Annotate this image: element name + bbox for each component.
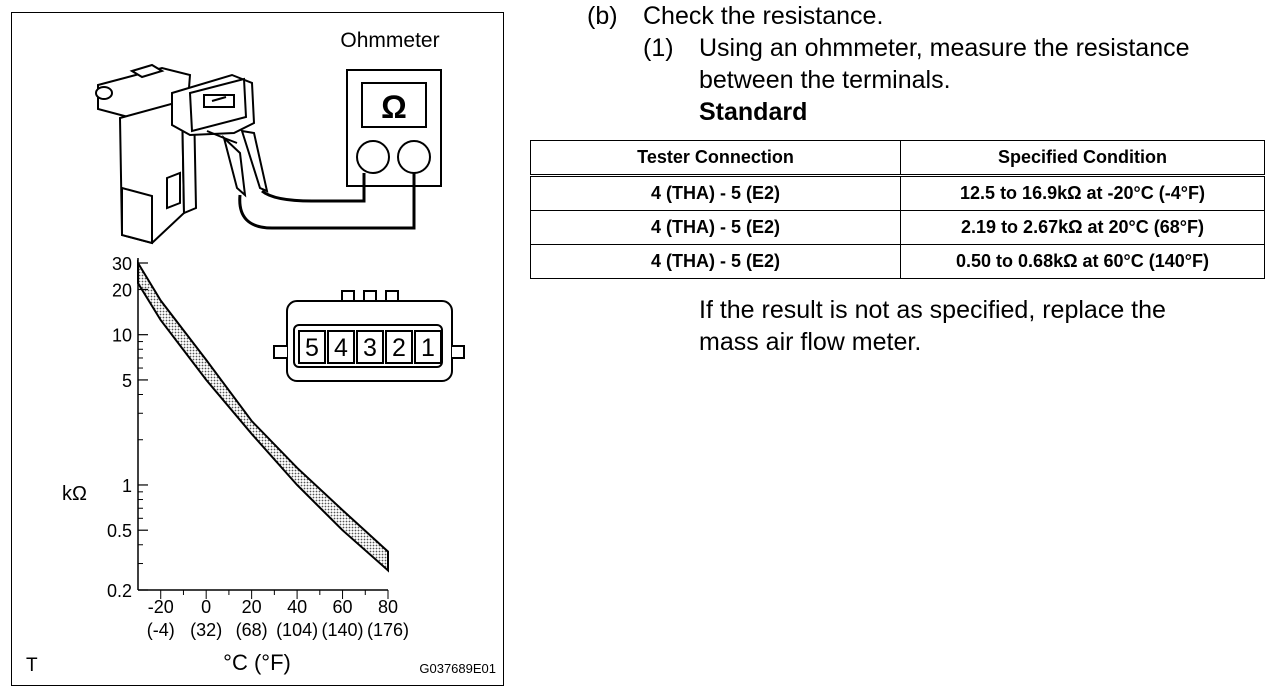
step-number: (1) (643, 34, 674, 62)
x-tick-label-celsius: 40 (287, 597, 307, 617)
x-tick-label-celsius: 0 (201, 597, 211, 617)
x-tick-label-fahrenheit: (140) (322, 620, 364, 640)
y-tick-label: 1 (122, 476, 132, 496)
y-tick-label: 0.2 (107, 581, 132, 601)
connector-terminal-number: 2 (392, 334, 406, 362)
x-tick-label-celsius: 80 (378, 597, 398, 617)
ohmmeter-knob-right (397, 140, 431, 174)
result-text-line-1: If the result is not as specified, repla… (699, 296, 1166, 324)
result-text-line-2: mass air flow meter. (699, 328, 922, 356)
y-tick-label: 5 (122, 371, 132, 391)
connector-terminal-box (356, 330, 384, 364)
y-tick-label: 30 (112, 254, 132, 274)
ohm-symbol: Ω (381, 89, 407, 125)
corner-mark: T (26, 655, 38, 676)
x-tick-label-fahrenheit: (32) (190, 620, 222, 640)
x-axis-label: °C (°F) (223, 650, 291, 675)
resistance-band (137, 259, 389, 573)
table-header-row: Tester Connection Specified Condition (530, 140, 1265, 177)
y-tick-label: 10 (112, 326, 132, 346)
section-title: Check the resistance. (643, 2, 884, 30)
x-tick-label-fahrenheit: (176) (367, 620, 409, 640)
connector-terminal-number: 4 (334, 334, 348, 362)
ohmmeter-display (361, 82, 427, 128)
header-tester-connection: Tester Connection (530, 140, 901, 177)
x-tick-label-celsius: 60 (333, 597, 353, 617)
y-axis-label: kΩ (62, 483, 87, 505)
tester-connection-cell: 4 (THA) - 5 (E2) (530, 244, 901, 279)
table-row: 4 (THA) - 5 (E2) 2.19 to 2.67kΩ at 20°C … (530, 210, 1265, 245)
x-tick-label-celsius: -20 (148, 597, 174, 617)
section-letter: (b) (587, 2, 618, 30)
ohmmeter-drawing (346, 69, 442, 187)
connector-terminal-number: 5 (305, 334, 319, 362)
standard-label: Standard (699, 98, 808, 126)
connector-terminal-box (298, 330, 326, 364)
x-tick-label-fahrenheit: (68) (236, 620, 268, 640)
step-text-line-1: Using an ohmmeter, measure the resistanc… (699, 34, 1190, 62)
test-leads (238, 173, 416, 230)
ohmmeter-knob-left (356, 140, 390, 174)
table-row: 4 (THA) - 5 (E2) 0.50 to 0.68kΩ at 60°C … (530, 244, 1265, 279)
specified-condition-cell: 0.50 to 0.68kΩ at 60°C (140°F) (900, 244, 1265, 279)
x-tick-label-fahrenheit: (104) (276, 620, 318, 640)
ohmmeter-label: Ohmmeter (340, 29, 439, 52)
specified-condition-cell: 12.5 to 16.9kΩ at -20°C (-4°F) (900, 175, 1265, 211)
connector-terminal-box (414, 330, 442, 364)
specification-table: Tester Connection Specified Condition 4 … (530, 140, 1265, 279)
resistance-chart: 0.2 0.5 1 5 10 20 30 -20 0 20 40 60 80 (-4) (32) (68) (1… (62, 254, 409, 675)
y-tick-label: 20 (112, 280, 132, 300)
step-text-line-2: between the terminals. (699, 66, 951, 94)
tester-connection-cell: 4 (THA) - 5 (E2) (530, 210, 901, 245)
figure-code: G037689E01 (419, 661, 496, 676)
x-tick-label-fahrenheit: (-4) (147, 620, 175, 640)
table-row: 4 (THA) - 5 (E2) 12.5 to 16.9kΩ at -20°C… (530, 175, 1265, 211)
connector-terminal-number: 1 (421, 334, 435, 362)
x-tick-label-celsius: 20 (242, 597, 262, 617)
connector-terminal-number: 3 (363, 334, 377, 362)
specified-condition-cell: 2.19 to 2.67kΩ at 20°C (68°F) (900, 210, 1265, 245)
y-tick-label: 0.5 (107, 521, 132, 541)
header-specified-condition: Specified Condition (900, 140, 1265, 177)
tester-connection-cell: 4 (THA) - 5 (E2) (530, 175, 901, 211)
connector-terminal-box (327, 330, 355, 364)
mass-air-flow-meter-drawing (95, 63, 269, 245)
connector-terminal-box (385, 330, 413, 364)
